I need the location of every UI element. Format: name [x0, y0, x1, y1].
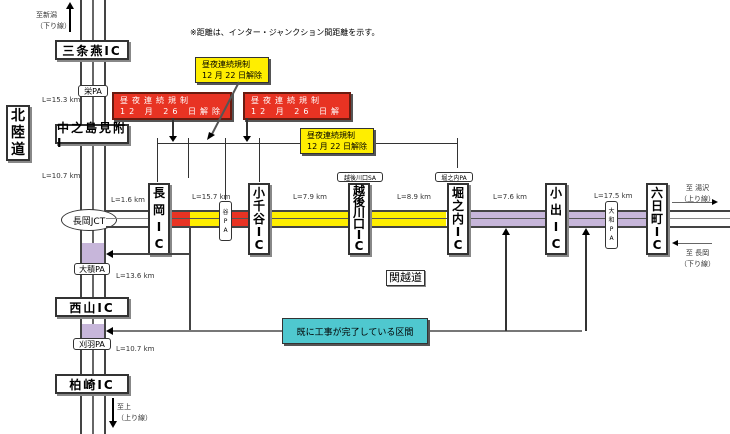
- completed-pointer-vertical-2: [585, 232, 587, 331]
- distance-nagaoka-ojiya: L=15.7 km: [192, 193, 231, 201]
- regulation-notice-red-1: 昼夜連続規制 12 月 26 日解除: [112, 92, 232, 120]
- sanjo-tsubame-ic: 三条燕IC: [55, 40, 129, 60]
- kariwa-pa: 刈羽PA: [73, 338, 111, 350]
- red-section-ojiya: [232, 211, 250, 227]
- notice-3-arrow-head: [243, 136, 251, 142]
- notice-2-pointer: [207, 81, 240, 140]
- marker-line-2: [188, 138, 189, 178]
- kanetsu-road-center: [170, 218, 648, 219]
- completed-pointer-vertical-left: [189, 226, 191, 331]
- south-arrow-head: [109, 421, 117, 428]
- marker-line-5: [457, 138, 458, 168]
- nagaoka-jct: 長岡JCT: [61, 209, 117, 231]
- ozumi-pa: 大積PA: [74, 263, 110, 275]
- east-down-arrow-head: [672, 240, 678, 246]
- marker-line-1: [157, 138, 158, 182]
- south-arrow-icon: [112, 398, 114, 422]
- ozumi-arrow-head: [106, 250, 113, 258]
- notice-3-pointer: [246, 118, 248, 136]
- completed-section-ozumi: [82, 243, 104, 263]
- horinouchi-pa: 堀之内PA: [435, 172, 473, 182]
- regulation-notice-red-2: 昼夜連続規制 12 月 26 日解: [243, 92, 351, 120]
- distance-nishiyama-kashiwazaki: L=10.7 km: [116, 345, 155, 353]
- distance-jct-nagaoka: L=1.6 km: [111, 196, 145, 204]
- completed-pointer-vertical-1: [505, 232, 507, 331]
- nishiyama-ic: 西山IC: [55, 297, 129, 317]
- east-down-label: 至 長岡 （下り線）: [680, 249, 715, 268]
- kanetsu-expressway-label: 関越道: [386, 270, 425, 286]
- completed-arrow-head-1: [502, 228, 510, 235]
- nakanoshima-mitsuke-ic: 中之島見附I: [55, 120, 129, 150]
- distance-note: ※距離は、インター・ジャンクション間距離を示す。: [190, 28, 380, 37]
- distance-horinouchi-koide: L=7.6 km: [493, 193, 527, 201]
- dimension-1: [158, 143, 188, 144]
- dimension-2: [189, 143, 225, 144]
- hokuriku-char: 道: [11, 141, 25, 158]
- completed-arrow-head-2: [582, 228, 590, 235]
- red-section-nagaoka: [170, 211, 190, 227]
- echigo-kawaguchi-sa: 越後川口SA: [337, 172, 383, 182]
- hokuriku-char: 北: [11, 107, 25, 124]
- regulation-notice-yellow-2: 昼夜連続規制 12 月 22 日解除: [300, 128, 374, 154]
- south-direction-label: 至上 （上り線）: [117, 403, 152, 422]
- kariwa-arrow-head: [106, 327, 113, 335]
- kanetsu-road-border-bottom: [170, 226, 648, 228]
- sakae-pa: 栄PA: [78, 85, 108, 97]
- marker-line-3: [225, 138, 226, 200]
- north-arrow-icon: [69, 4, 71, 32]
- yellow-section-nagaoka-yamaya: [190, 211, 220, 227]
- distance-nakanoshima-jct: L=10.7 km: [42, 172, 81, 180]
- hokuriku-char: 陸: [11, 124, 25, 141]
- distance-kawaguchi-horinouchi: L=8.9 km: [397, 193, 431, 201]
- regulation-notice-yellow-1: 昼夜連続規制 12 月 22 日解除: [195, 57, 269, 83]
- kashiwazaki-ic: 柏崎IC: [55, 374, 129, 394]
- east-down-arrow-icon: [678, 243, 712, 244]
- notice-1-arrow-head: [169, 136, 177, 142]
- distance-sanjo-nakanoshima: L=15.3 km: [42, 96, 81, 104]
- east-up-arrow-head: [712, 199, 718, 205]
- east-up-arrow-icon: [672, 202, 712, 203]
- north-arrow-head: [66, 2, 74, 9]
- north-direction-label: 至新潟 （下り線）: [36, 11, 71, 30]
- kanetsu-road-border-top: [170, 210, 648, 212]
- dimension-3: [226, 143, 259, 144]
- hokuriku-expressway-label: 北 陸 道: [6, 105, 30, 161]
- completed-section-legend: 既に工事が完了している区間: [282, 318, 428, 344]
- distance-koide-muikamachi: L=17.5 km: [594, 192, 633, 200]
- notice-1-pointer: [172, 118, 174, 136]
- marker-line-4: [259, 138, 260, 182]
- east-up-label: 至 湯沢 （上り線）: [680, 184, 715, 203]
- completed-pointer-to-ozumi: [112, 253, 190, 255]
- distance-ojiya-kawaguchi: L=7.9 km: [293, 193, 327, 201]
- distance-jct-nishiyama: L=13.6 km: [116, 272, 155, 280]
